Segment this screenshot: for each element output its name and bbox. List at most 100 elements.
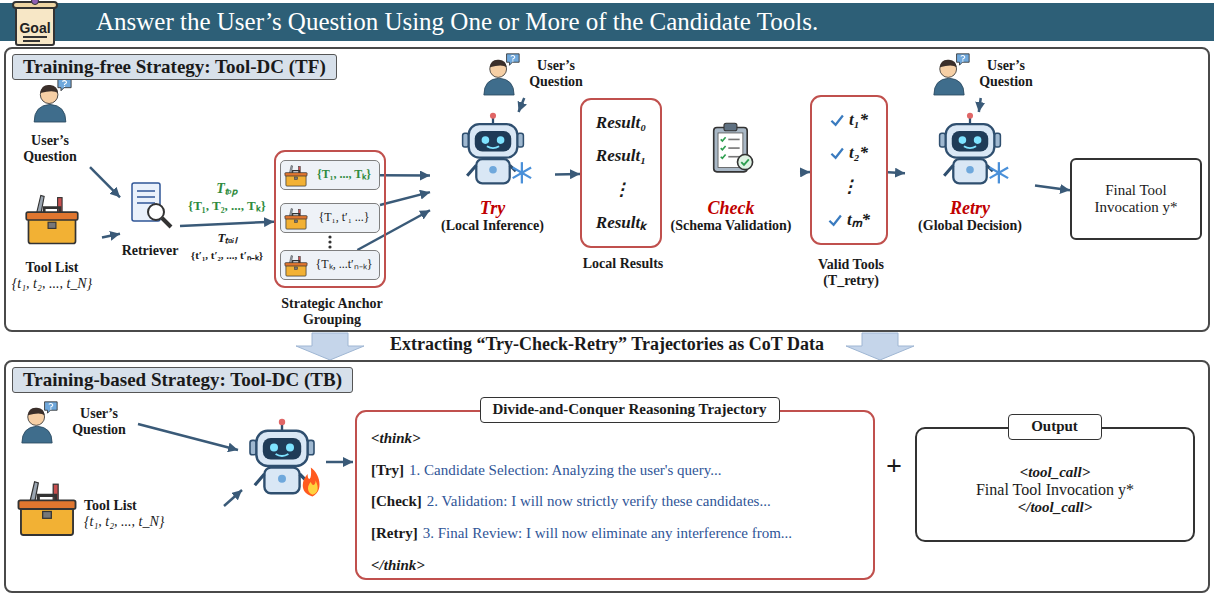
- annotation-label: {T₁, T₂, ..., Tₖ}: [178, 199, 276, 214]
- check-mark: [828, 213, 842, 227]
- clipboard-part: [721, 146, 726, 150]
- person-part: [40, 86, 58, 104]
- user-icon: User’s Question: [10, 78, 90, 176]
- reasoning-trajectory-box-text: 2. Validation: I will now strictly verif…: [427, 493, 771, 510]
- arrow-connector: [800, 171, 810, 174]
- output-box-text: Final Tool Invocation y*: [976, 481, 1134, 499]
- toolbox-part: [285, 216, 307, 219]
- text-row: (Schema Validation): [671, 218, 792, 234]
- strategy-panel-text: Training-based Strategy: Tool-DC (TB): [12, 367, 353, 393]
- robot-fire-part: [263, 438, 301, 460]
- text-area: Strategic Anchor Grouping: [264, 294, 400, 330]
- text-row: Tool List: [26, 260, 79, 276]
- text-area: Training-based Strategy: Tool-DC (TB): [12, 367, 512, 397]
- trajectory-heading: Divide-and-Conquer Reasoning Trajectory: [480, 397, 780, 423]
- text-area: Tool List{t₁, t₂, ..., t_N}: [84, 486, 221, 542]
- doc-part: [137, 202, 155, 204]
- robot-try-icon: [455, 112, 531, 188]
- text-row: {T₁, t′₁ ...}: [318, 211, 369, 225]
- robot-fire-part: [308, 480, 318, 494]
- person-part: [490, 60, 507, 68]
- person-part: [34, 104, 66, 122]
- robot-snow-part: [497, 136, 505, 144]
- trained-robot-icon: [250, 419, 320, 497]
- text-row: Training-free Strategy: Tool-DC (TF): [12, 54, 337, 80]
- text-row: Answer the User’s Question Using One or …: [96, 8, 818, 37]
- robot-fire-part: [279, 419, 285, 425]
- doc-part: [148, 204, 164, 220]
- output-heading: Output: [1008, 414, 1102, 440]
- robot-snow-part: [953, 159, 986, 183]
- tool-group-text: {Tₖ, ...t′ₙ₋ₖ}: [316, 258, 373, 272]
- check-part: [831, 115, 842, 124]
- text-area: {T₁, t′₁ ...}: [309, 204, 379, 232]
- text-area: {Tₖ, ...t′ₙ₋ₖ}: [309, 251, 379, 279]
- text-row: Tool List: [84, 498, 137, 514]
- toolbox-part: [294, 220, 297, 223]
- retriever-icon: Retriever: [120, 180, 180, 275]
- text-area: Training-free Strategy: Tool-DC (TF): [12, 54, 512, 84]
- anchor-grouping-box: {T₁, ..., Tₖ} {T₁, t′₁ ...} {Tₖ, ...t′ₙ₋ₖ}…: [274, 150, 386, 288]
- text-area: Local Results: [568, 254, 678, 274]
- scroll-part: [23, 36, 47, 38]
- tool-group-icon: [284, 164, 308, 188]
- reasoning-trajectory-box-text: [Retry]: [371, 525, 418, 542]
- user-icon-text: User’s Question: [972, 58, 1040, 90]
- toolbox-part: [48, 222, 56, 228]
- tool-group-text: {T₁, ..., Tₖ}: [317, 168, 371, 182]
- valid-tools-box-text: t₁*: [849, 110, 868, 130]
- robot-fire-part: [270, 444, 278, 452]
- clipboard-part: [728, 139, 739, 141]
- toolbox-part: [26, 212, 78, 220]
- strategy-panel: User’s QuestionTool List{t₁, t₂, ..., t_…: [4, 360, 1210, 593]
- robot-snow-part: [475, 131, 511, 152]
- reasoning-trajectory-box-text: [Check]: [371, 493, 422, 510]
- user-icon-text: User’s Question: [522, 58, 590, 90]
- robot-snow-part: [974, 136, 982, 144]
- text-area: Check(Schema Validation): [662, 194, 800, 238]
- scroll-part: [13, 0, 57, 45]
- arrow-connector: [180, 222, 274, 226]
- tool-list: Tool List{t₁, t₂, ..., t_N}: [2, 192, 102, 304]
- arrow-connector: [888, 171, 905, 174]
- text-area: Valid Tools (T_retry): [797, 253, 905, 293]
- tool-list-text: {t₁, t₂, ..., t_N}: [12, 276, 92, 292]
- text-area: Final Tool Invocation y*: [1078, 164, 1194, 234]
- user-icon: User’s Question: [16, 398, 136, 446]
- toolbox-part: [294, 267, 297, 270]
- user-icon-icon: [928, 53, 970, 95]
- person-part: [940, 61, 957, 78]
- clipboard-part: [724, 123, 737, 131]
- check-part: [831, 149, 842, 158]
- tool-group-icon: [284, 254, 308, 278]
- robot-fire-part: [255, 474, 306, 485]
- text-area: <tool_call>Final Tool Invocation y*</too…: [927, 445, 1183, 535]
- robot-fire-part: [276, 454, 289, 456]
- check-part: [831, 115, 842, 124]
- user-icon-icon: [16, 401, 58, 443]
- text-area: Result₀Result₁⋮Resultₖ: [582, 106, 660, 240]
- tool-group-icon: [284, 207, 308, 231]
- output-box: Output<tool_call>Final Tool Invocation y…: [915, 427, 1195, 542]
- text-area: Retriever: [120, 236, 180, 266]
- person-part: [22, 402, 57, 443]
- text-area: User’s Question: [10, 126, 90, 172]
- person-part: [512, 60, 513, 61]
- text-row: Final Tool Invocation y*: [976, 481, 1134, 499]
- goal-icon-text: Goal: [19, 20, 50, 36]
- robot-snow-part: [967, 113, 973, 119]
- text-row: Result₁: [596, 146, 646, 166]
- local-results-box-text: Result₁: [596, 146, 646, 166]
- person-part: [934, 78, 964, 95]
- text-row: [Retry] 3. Final Review: I will now elimi…: [371, 525, 792, 542]
- clipboard-part: [728, 156, 739, 158]
- ellipsis-dot: [328, 240, 331, 243]
- text-row: t₂*: [830, 143, 868, 163]
- text-row: Check: [708, 198, 755, 219]
- text-row: Retriever: [122, 243, 179, 259]
- arrow-connector: [979, 98, 981, 112]
- toolbox-part: [285, 208, 307, 229]
- tool-group-text: {T₁, t′₁ ...}: [318, 211, 369, 225]
- reasoning-trajectory-box-text: 3. Final Review: I will now eliminate an…: [423, 525, 792, 542]
